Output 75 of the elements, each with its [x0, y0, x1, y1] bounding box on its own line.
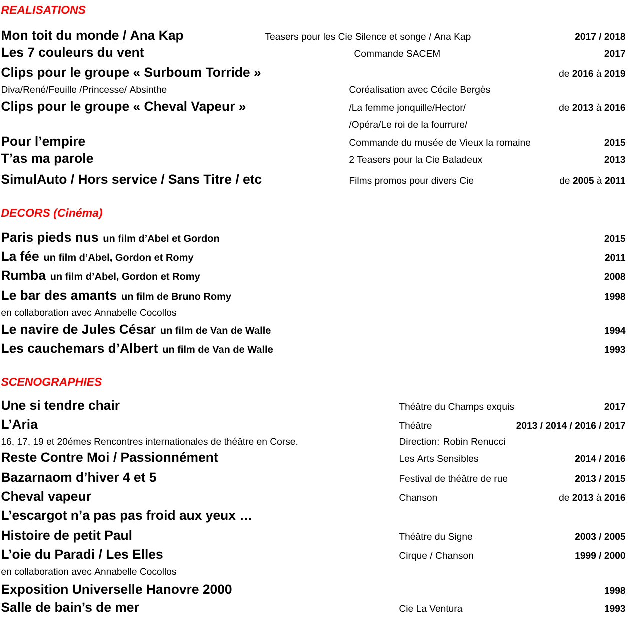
- year-text: 2003 / 2005: [575, 533, 626, 540]
- work-title: L’Aria: [2, 419, 38, 430]
- year-text: 2017: [604, 50, 626, 58]
- work-title: Clips pour le groupe « Cheval Vapeur »: [2, 101, 246, 114]
- work-title: Salle de bain’s de mer: [2, 602, 140, 612]
- work-subtitle: un film de Bruno Romy: [122, 292, 232, 302]
- detail-text: en collaboration avec Annabelle Cocollos: [2, 309, 176, 316]
- work-subtitle: un film de Van de Walle: [163, 346, 274, 354]
- work-title: T’as ma parole: [1, 153, 94, 166]
- detail-text: 16, 17, 19 et 20émes Rencontres internationales de théâtre en Corse.: [2, 438, 298, 446]
- section-heading: REALISATIONS: [1, 6, 86, 14]
- detail-text: /Opéra/Le roi de la fourrure/: [349, 120, 468, 130]
- work-title: Pour l’empire: [2, 136, 86, 149]
- detail-text: Cie La Ventura: [400, 605, 463, 612]
- year-text: 2013: [604, 156, 626, 164]
- detail-text: Les Arts Sensibles: [400, 455, 478, 462]
- work-subtitle: un film d’Abel, Gordon et Romy: [50, 272, 200, 282]
- year-text: 2013 / 2014 / 2016 / 2017: [516, 422, 626, 430]
- year-text: 1998: [605, 293, 626, 300]
- work-subtitle: un film de Van de Walle: [161, 326, 271, 334]
- year-text: 1993: [605, 605, 626, 612]
- year-text: 2017 / 2018: [575, 33, 626, 40]
- detail-text: Théâtre: [399, 422, 432, 430]
- work-title: L’oie du Paradi / Les Elles: [2, 549, 163, 560]
- year-text: de 2016 à 2019: [559, 70, 626, 78]
- work-title: Rumba: [2, 270, 46, 280]
- work-title: Les 7 couleurs du vent: [2, 47, 144, 58]
- work-title: SimulAuto / Hors service / Sans Titre / etc: [2, 174, 262, 184]
- year-text: 1994: [605, 327, 626, 334]
- year-text: de 2013 à 2016: [559, 494, 626, 502]
- detail-text: Direction: Robin Renucci: [400, 438, 506, 446]
- section-heading: SCENOGRAPHIES: [1, 378, 102, 386]
- year-text: de 2013 à 2016: [559, 104, 626, 112]
- detail-text: Films promos pour divers Cie: [350, 177, 474, 186]
- detail-text: Théâtre du Signe: [399, 532, 472, 542]
- work-title: Le navire de Jules César: [2, 324, 156, 334]
- detail-text: Festival de théâtre de rue: [400, 474, 508, 482]
- detail-text: Teasers pour les Cie Silence et songe / Ana Kap: [265, 33, 471, 42]
- work-title: L’escargot n’a pas pas froid aux yeux …: [2, 510, 252, 523]
- year-text: 2015: [604, 235, 626, 242]
- year-text: 1993: [605, 346, 626, 354]
- work-title: La fée: [2, 251, 39, 262]
- work-title: Une si tendre chair: [2, 400, 120, 410]
- year-text: 2015: [604, 139, 626, 146]
- work-title: Clips pour le groupe « Surboum Torride »: [2, 67, 261, 80]
- work-title: Paris pieds nus: [2, 232, 98, 245]
- detail-text: Cirque / Chanson: [400, 552, 474, 561]
- work-title: Les cauchemars d’Albert: [2, 343, 158, 354]
- year-text: 2014 / 2016: [575, 455, 626, 462]
- detail-text: 2 Teasers pour la Cie Baladeux: [350, 156, 482, 165]
- detail-text: Diva/René/Feuille /Princesse/ Absinthe: [2, 86, 167, 94]
- work-title: Cheval vapeur: [2, 491, 92, 504]
- work-title: Le bar des amants: [2, 290, 117, 300]
- detail-text: Chanson: [400, 494, 437, 502]
- detail-text: /La femme jonquille/Hector/: [349, 104, 466, 113]
- detail-text: en collaboration avec Annabelle Cocollos: [2, 568, 176, 576]
- work-subtitle: un film d’Abel et Gordon: [104, 234, 220, 242]
- year-text: 2008: [604, 273, 626, 280]
- detail-text: Théâtre du Champs exquis: [399, 402, 514, 412]
- year-text: 1999 / 2000: [576, 552, 626, 560]
- year-text: 2011: [605, 254, 626, 262]
- work-title: Reste Contre Moi / Passionnément: [2, 452, 218, 462]
- year-text: 1998: [605, 587, 626, 594]
- year-text: 2013 / 2015: [575, 475, 626, 482]
- detail-text: Commande SACEM: [354, 50, 440, 58]
- year-text: 2017: [604, 403, 626, 410]
- detail-text: Coréalisation avec Cécile Bergès: [350, 86, 490, 95]
- year-text: de 2005 à 2011: [560, 176, 626, 184]
- work-title: Bazarnaom d’hiver 4 et 5: [2, 472, 156, 482]
- work-title: Mon toit du monde / Ana Kap: [2, 30, 184, 43]
- detail-text: Commande du musée de Vieux la romaine: [350, 138, 531, 146]
- section-heading: DECORS (Cinéma): [1, 208, 102, 220]
- work-title: Histoire de petit Paul: [2, 530, 132, 543]
- work-title: Exposition Universelle Hanovre 2000: [2, 584, 232, 597]
- work-subtitle: un film d’Abel, Gordon et Romy: [44, 254, 194, 264]
